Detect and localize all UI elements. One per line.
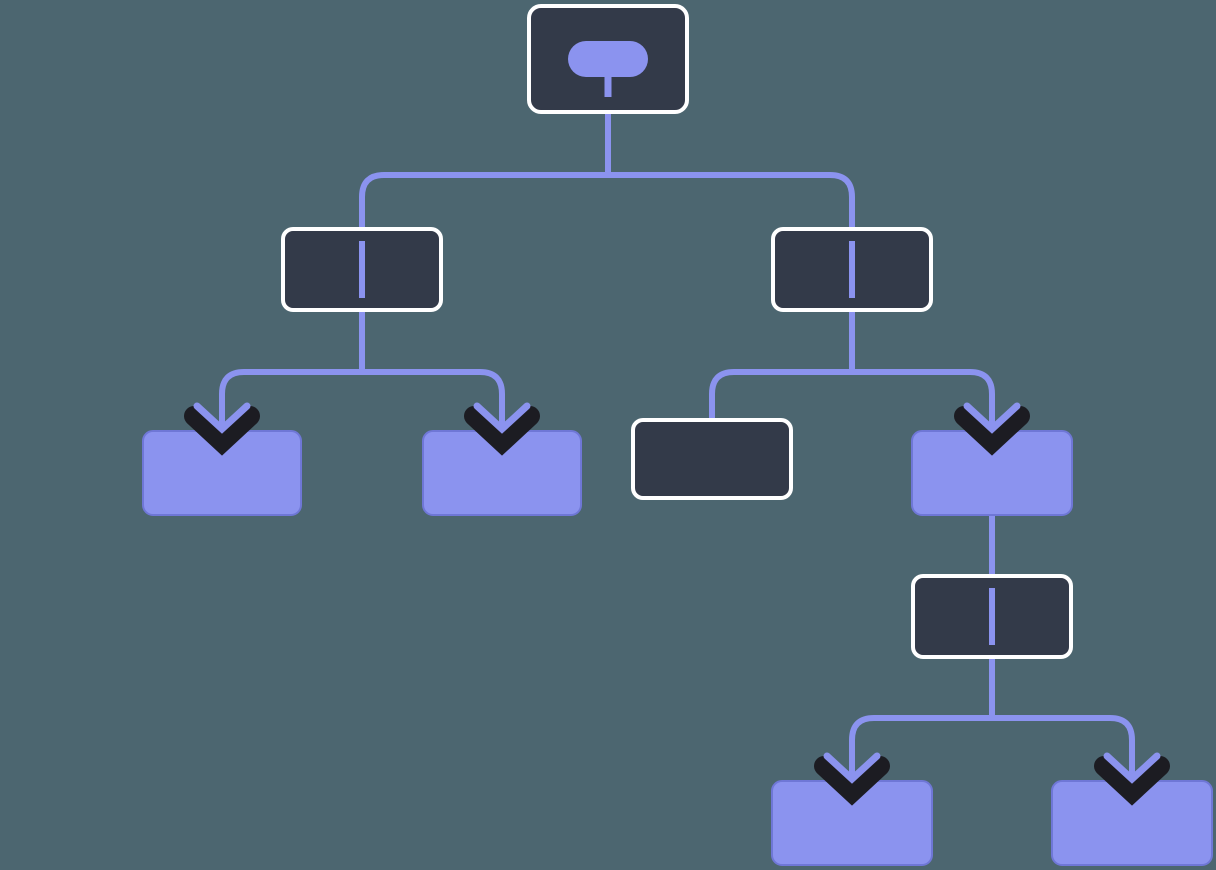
arrow-l2-b-shadow <box>464 406 540 456</box>
l3-to-level4-branch-0 <box>849 715 992 784</box>
node-pill-root <box>568 41 648 77</box>
arrow-l2-d <box>954 402 1030 456</box>
arrowheads-layer <box>184 402 1170 806</box>
node-l1-left[interactable] <box>281 227 443 312</box>
arrow-l2-b-highlight <box>473 402 531 434</box>
l1left-to-children-branch-1 <box>362 369 505 434</box>
l1right-to-children-branch-1 <box>852 369 995 434</box>
node-body-l2-c[interactable] <box>631 418 793 500</box>
root-to-level1-branch-0 <box>359 172 608 231</box>
l3-to-level4-branch-1 <box>992 715 1135 784</box>
arrow-l2-a-shadow <box>184 406 260 456</box>
node-l2-c[interactable] <box>631 418 793 500</box>
edges-layer <box>219 114 1135 784</box>
arrow-l4-right-highlight <box>1103 752 1161 784</box>
arrow-l4-right <box>1094 752 1170 806</box>
l1left-to-children-branch-0 <box>219 369 362 434</box>
root-to-level1-branch-1 <box>608 172 855 231</box>
arrow-l4-left <box>814 752 890 806</box>
node-l1-right[interactable] <box>771 227 933 312</box>
l1right-to-children-branch-0 <box>709 369 852 434</box>
arrow-l2-a <box>184 402 260 456</box>
arrow-l2-a-highlight <box>193 402 251 434</box>
arrow-l4-right-shadow <box>1094 756 1170 806</box>
node-l3-dark[interactable] <box>911 574 1073 659</box>
arrow-l4-left-highlight <box>823 752 881 784</box>
node-root[interactable] <box>527 4 689 114</box>
arrow-l2-d-highlight <box>963 402 1021 434</box>
nodes-layer <box>142 4 1213 866</box>
arrow-l2-d-shadow <box>954 406 1030 456</box>
arrow-l4-left-shadow <box>814 756 890 806</box>
arrow-l2-b <box>464 402 540 456</box>
